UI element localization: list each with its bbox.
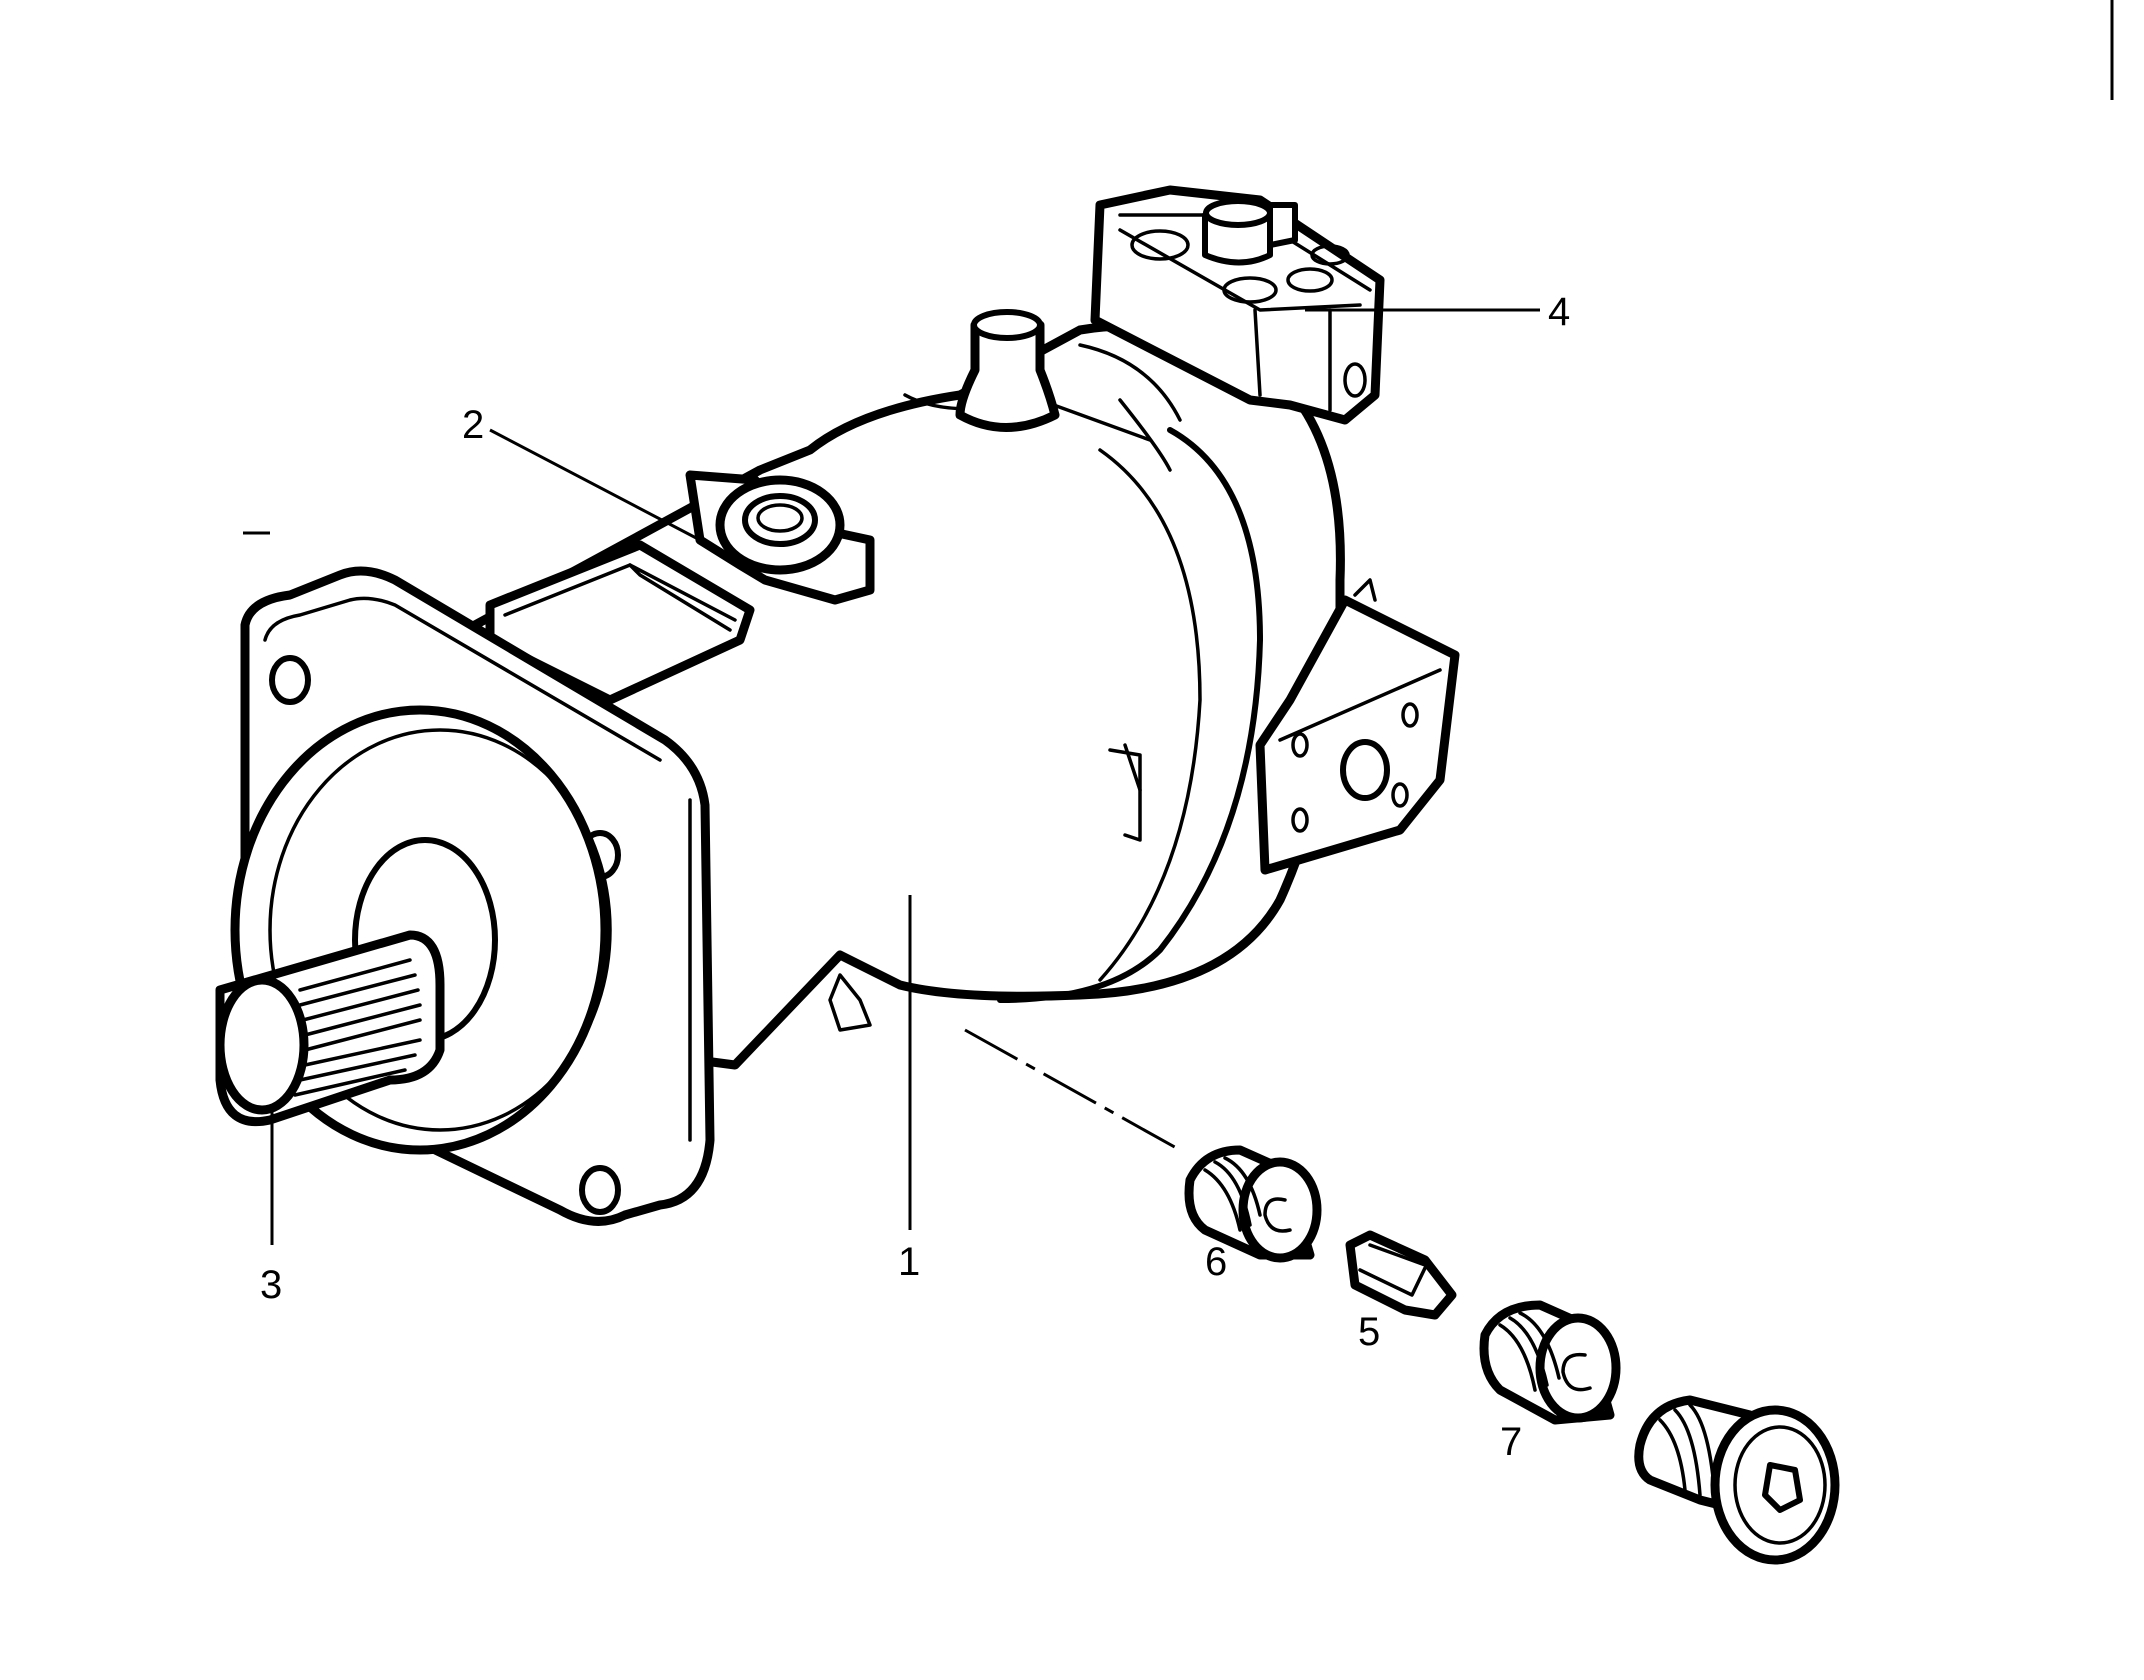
callout-1: 1 xyxy=(898,1240,920,1284)
screw-plug xyxy=(1634,1395,1840,1565)
callout-4: 4 xyxy=(1548,290,1570,334)
callout-6: 6 xyxy=(1205,1240,1227,1284)
threaded-plug-7 xyxy=(1479,1300,1621,1425)
port-block xyxy=(1255,578,1460,875)
threaded-plug-6 xyxy=(1184,1145,1322,1263)
leader-2 xyxy=(489,428,701,542)
leader-lines xyxy=(270,308,1540,1245)
callout-7: 7 xyxy=(1500,1420,1522,1464)
callout-3: 3 xyxy=(260,1263,282,1307)
callout-5: 5 xyxy=(1358,1310,1380,1354)
assembly-axis-line xyxy=(964,1028,1181,1152)
orifice-pin-5 xyxy=(1345,1230,1457,1320)
callout-2: 2 xyxy=(462,403,484,447)
lifting-eye xyxy=(685,470,875,605)
splined-shaft xyxy=(215,930,445,1127)
valve-block xyxy=(1090,185,1385,425)
vent-plug xyxy=(955,309,1060,432)
